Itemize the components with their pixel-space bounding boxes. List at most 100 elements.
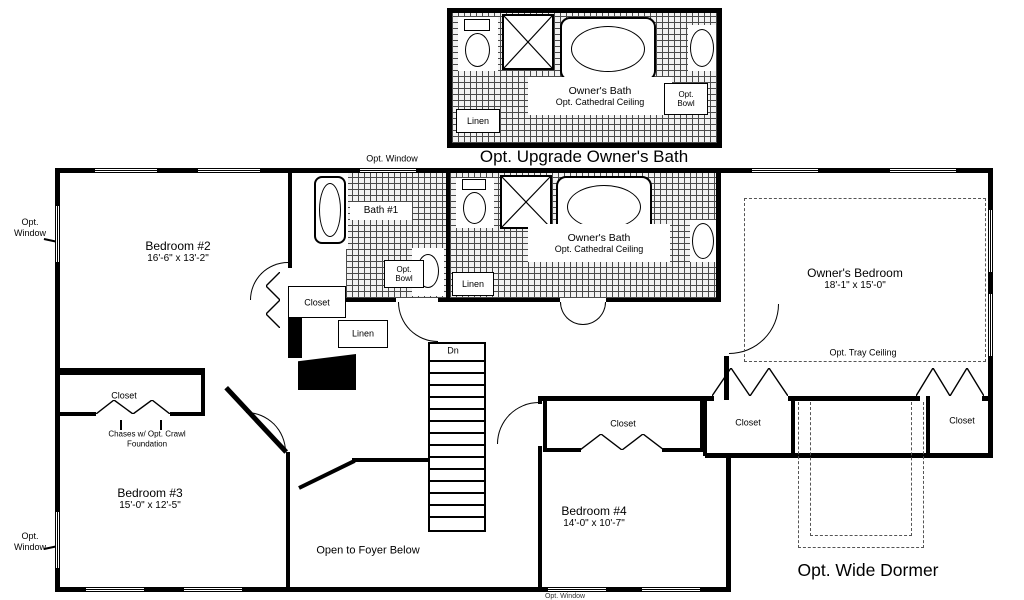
door-arc: [398, 302, 438, 342]
closet-label: Closet: [111, 390, 137, 401]
wall: [538, 446, 542, 592]
bifold-door-icon: [580, 434, 664, 450]
wide-dormer-outline: [798, 402, 924, 548]
wide-dormer-caption: Opt. Wide Dormer: [797, 560, 939, 580]
closet-label: Closet: [304, 297, 330, 308]
wall: [286, 452, 290, 592]
window-icon: [95, 168, 157, 173]
bath1-label: Bath #1: [350, 202, 412, 220]
window-icon: [752, 168, 818, 173]
foyer-label: Open to Foyer Below: [316, 544, 420, 557]
linen-closet: [338, 320, 388, 348]
railing: [298, 459, 356, 490]
wall: [55, 412, 96, 416]
wall: [55, 587, 731, 592]
bedroom4-label: Bedroom #4 14'-0" x 10'-7": [561, 503, 627, 530]
dn-label: Dn: [445, 345, 461, 357]
window-icon: [642, 587, 700, 592]
wall: [538, 396, 714, 401]
toilet-icon: [688, 25, 716, 71]
toilet-icon: [690, 220, 716, 262]
closet-label: Closet: [735, 417, 761, 428]
window-icon: [86, 587, 144, 592]
shower-icon: [502, 14, 554, 70]
door-arc: [246, 412, 286, 452]
wall: [538, 396, 542, 404]
toilet-icon: [456, 178, 494, 228]
wall: [55, 168, 60, 592]
bifold-door-icon: [96, 400, 170, 414]
wall: [170, 412, 205, 416]
pointer-line: [160, 420, 162, 430]
wall: [716, 168, 721, 302]
wall: [606, 298, 721, 302]
wall: [201, 368, 205, 416]
wall: [662, 448, 704, 452]
opt-window-label-left-top: Opt. Window: [13, 217, 46, 238]
tub-icon: [560, 17, 656, 81]
window-icon: [988, 294, 993, 356]
wall: [724, 356, 729, 400]
wall: [703, 396, 707, 456]
opt-window-label-left-bottom: Opt. Window: [13, 531, 46, 552]
linen-closet: Linen: [456, 109, 500, 133]
wall: [55, 368, 205, 375]
room-note: Opt. Cathedral Ceiling: [554, 243, 644, 254]
toilet-icon: [458, 17, 498, 71]
closet: [288, 286, 346, 318]
window-icon: [548, 587, 606, 592]
tray-ceiling-label: Opt. Tray Ceiling: [829, 347, 897, 358]
room-name: Owner's Bath: [568, 84, 632, 97]
window-icon: [360, 168, 416, 173]
upgrade-bath-label: Owner's Bath Opt. Cathedral Ceiling: [528, 77, 672, 115]
railing: [352, 458, 428, 462]
wall: [288, 168, 292, 268]
wall: [446, 168, 450, 300]
upgrade-bath-caption: Opt. Upgrade Owner's Bath: [479, 147, 689, 166]
bifold-door-icon: [916, 368, 984, 396]
wall: [791, 396, 795, 456]
window-icon: [184, 587, 242, 592]
wall: [700, 396, 704, 452]
door-arc: [250, 262, 288, 300]
linen-label: Linen: [351, 328, 375, 339]
opt-window-label-bottom: Opt. Window: [544, 592, 586, 600]
chase-mass: [298, 354, 356, 390]
window-icon: [55, 206, 60, 262]
closet-label: Closet: [610, 418, 636, 429]
door-arc: [583, 302, 606, 325]
tray-ceiling-outline: [744, 198, 986, 362]
wall: [788, 396, 920, 401]
window-icon: [890, 168, 956, 173]
opt-bowl-label: Opt. Bowl: [384, 260, 424, 288]
wall: [55, 168, 993, 173]
pointer-line: [120, 420, 122, 430]
wall: [926, 396, 930, 456]
wall: [705, 453, 993, 458]
opt-window-label-top: Opt. Window: [366, 153, 418, 164]
wall: [448, 298, 560, 302]
wide-dormer-outline: [810, 402, 912, 536]
wall: [543, 448, 581, 452]
room-note: Opt. Cathedral Ceiling: [555, 96, 645, 107]
owners-bath-label: Owner's Bath Opt. Cathedral Ceiling: [528, 224, 670, 262]
wall: [438, 298, 450, 302]
chase-mass: [288, 316, 302, 358]
stair-treads: [430, 360, 484, 528]
bedroom3-label: Bedroom #3 15'-0" x 12'-5": [117, 485, 183, 512]
opt-bowl-label: Opt. Bowl: [664, 83, 708, 115]
window-icon: [988, 210, 993, 272]
tub-icon: [314, 176, 346, 244]
wall: [726, 455, 731, 592]
chases-label: Chases w/ Opt. Crawl Foundation: [108, 429, 186, 448]
linen-closet: Linen: [452, 272, 494, 296]
bedroom2-label: Bedroom #2 16'-6" x 13'-2": [145, 238, 211, 265]
bifold-door-icon: [712, 368, 788, 396]
window-icon: [198, 168, 260, 173]
door-arc: [560, 302, 583, 325]
closet-label: Closet: [949, 415, 975, 426]
wall: [982, 396, 993, 401]
window-icon: [55, 512, 60, 568]
room-name: Owner's Bath: [567, 231, 631, 244]
